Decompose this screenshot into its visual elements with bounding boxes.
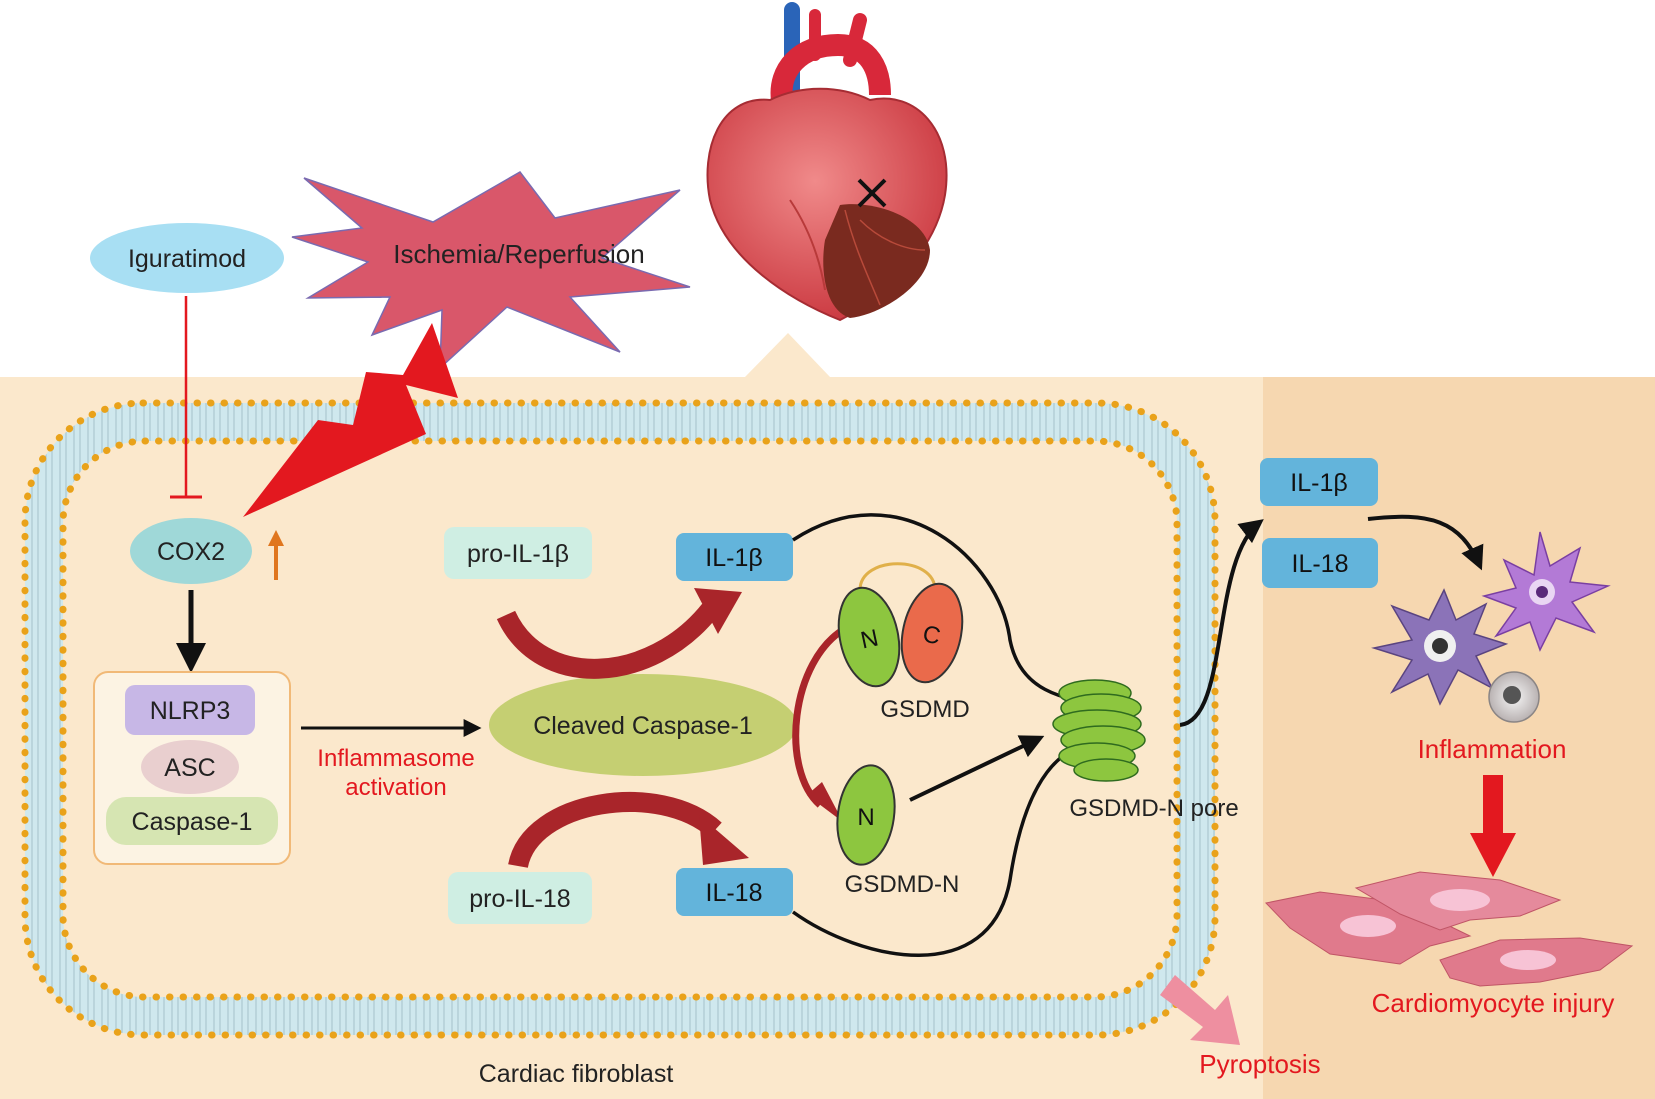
inflammation-label: Inflammation [1418,734,1567,764]
immune-cell-icon [1371,531,1611,723]
nlrp3-node [125,685,255,735]
gsdmd-n-domain [837,586,901,688]
gsdmd-label: GSDMD [880,696,969,723]
asc-label: ASC [164,754,215,782]
cox2-label: COX2 [157,538,225,566]
upregulation-arrow-icon [268,530,284,580]
gsdmd-n-fragment-letter: N [857,804,874,831]
inhibition-line [170,296,202,499]
pro-il1b-label: pro-IL-1β [467,540,569,568]
caspase1-node [106,797,278,845]
il-export-arrow [1179,519,1264,727]
ischemia-burst [291,171,691,370]
cleavage-arrows [496,588,848,869]
gsdmd-c-letter: C [920,620,943,650]
infarcted-heart-icon [706,2,948,322]
lightning-bolt [243,323,458,517]
il1b-node [676,533,793,581]
pyroptosis-arrow [1160,975,1240,1045]
cleaved-caspase1-label: Cleaved Caspase-1 [533,712,753,740]
cox2-node [130,518,252,584]
gsdmd-n-label: GSDMD-N [845,871,960,898]
pore-label: GSDMD-N pore [1069,795,1238,822]
gsdmd-n-letter: N [858,624,881,654]
cell-membrane [21,399,1219,1039]
il18-node [676,868,793,916]
pro-il18-node [448,872,592,924]
iguratimod-label: Iguratimod [128,245,246,273]
asc-node [141,740,239,794]
il18-label: IL-18 [706,879,763,907]
ext-il1b-label: IL-1β [1290,469,1347,497]
ext-il18-node [1262,538,1378,588]
pyroptosis-label: Pyroptosis [1199,1049,1320,1079]
inflammasome-activation-label-1: Inflammasome [317,745,474,772]
il1b-release-curve [792,513,1111,707]
ext-il1b-node [1260,458,1378,506]
inflammation-to-injury-arrow [1470,775,1516,877]
ext-il18-label: IL-18 [1292,550,1349,578]
gsdmd-n-fragment [836,764,896,866]
inflammasome-activation-label-2: activation [345,774,446,801]
gsdmd-n-to-pore-arrow [909,735,1045,802]
pro-il18-label: pro-IL-18 [469,885,570,913]
cardiomyocyte-icon [1265,871,1634,987]
gsdmd-c-domain [900,582,964,684]
x-mark-icon [857,178,887,208]
il1b-label: IL-1β [705,544,762,572]
gsdmd-linker [858,562,937,591]
gsdmd-n-pore [1052,679,1146,782]
cleaved-caspase1-node [489,674,797,776]
cardiac-fibroblast-label: Cardiac fibroblast [479,1060,674,1088]
nlrp3-label: NLRP3 [150,697,231,725]
ischemia-label: Ischemia/Reperfusion [393,239,644,269]
cardiomyocyte-injury-label: Cardiomyocyte injury [1372,988,1615,1018]
ext-il-to-immune-arrow [1367,514,1484,571]
iguratimod-node [90,223,284,293]
caspase1-label: Caspase-1 [132,808,253,836]
pro-il1b-node [444,527,592,579]
